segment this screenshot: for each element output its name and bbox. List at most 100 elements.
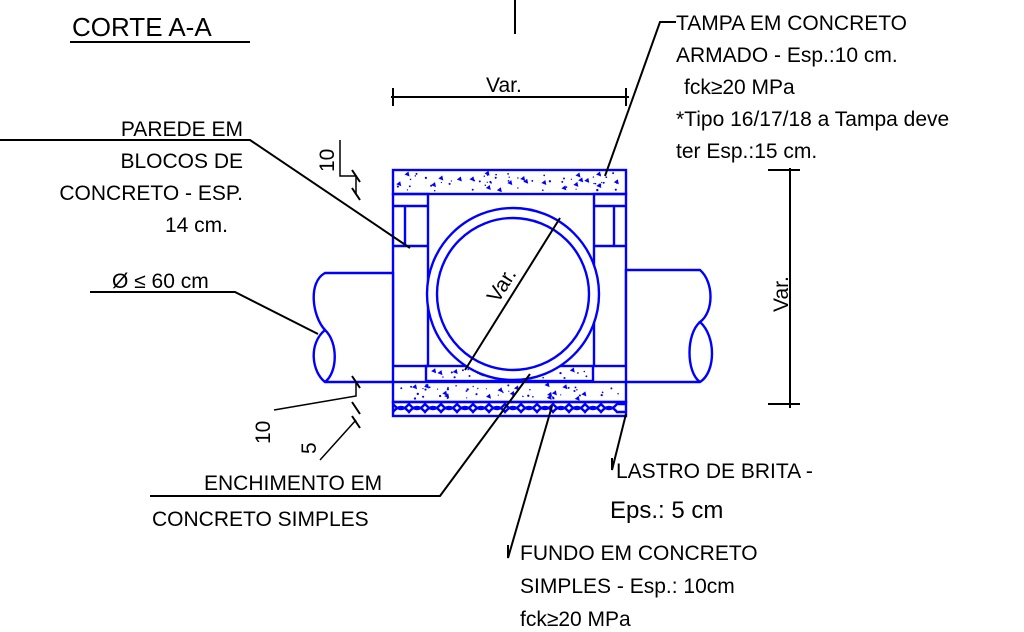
concrete-speck — [612, 172, 615, 175]
concrete-aggregate — [574, 395, 580, 401]
concrete-speck — [532, 395, 534, 398]
concrete-speck — [453, 376, 456, 379]
concrete-speck — [489, 180, 492, 184]
concrete-speck — [577, 372, 579, 374]
concrete-speck — [473, 179, 476, 182]
concrete-speck — [438, 394, 442, 398]
concrete-aggregate — [520, 175, 526, 181]
concrete-aggregate — [561, 185, 567, 191]
concrete-speck — [436, 388, 439, 390]
dim-height-right: Var. — [770, 276, 793, 312]
concrete-speck — [567, 386, 570, 389]
concrete-speck — [461, 369, 464, 372]
concrete-aggregate — [596, 182, 602, 188]
concrete-speck — [467, 368, 470, 371]
concrete-aggregate — [578, 177, 584, 183]
concrete-speck — [610, 387, 613, 390]
concrete-speck — [502, 391, 504, 394]
label-tampa-line3: fck≥20 MPa — [684, 76, 795, 99]
concrete-aggregate — [497, 387, 503, 393]
label-parede-line3: CONCRETO - ESP. — [59, 182, 243, 205]
concrete-speck — [472, 385, 474, 388]
concrete-speck — [450, 371, 453, 374]
concrete-speck — [565, 186, 568, 188]
concrete-speck — [601, 391, 604, 394]
concrete-speck — [486, 181, 488, 183]
concrete-aggregate — [613, 179, 619, 185]
concrete-speck — [424, 176, 428, 180]
concrete-aggregate — [437, 370, 443, 376]
concrete-speck — [400, 387, 403, 390]
concrete-aggregate — [442, 390, 448, 396]
concrete-speck — [507, 384, 510, 387]
concrete-aggregate — [551, 390, 557, 396]
label-lastro-line2: Eps.: 5 cm — [610, 497, 723, 524]
concrete-speck — [605, 176, 608, 179]
concrete-speck — [542, 376, 544, 379]
concrete-aggregate — [562, 384, 568, 390]
concrete-speck — [574, 386, 577, 389]
label-lastro-line1: LASTRO DE BRITA - — [616, 460, 813, 483]
concrete-aggregate — [484, 170, 490, 176]
concrete-speck — [617, 392, 619, 395]
concrete-aggregate — [546, 394, 552, 400]
concrete-speck — [583, 370, 586, 373]
lastro-label: LASTRO DE BRITA - Eps.: 5 cm — [610, 460, 813, 524]
concrete-speck — [478, 180, 481, 183]
concrete-aggregate — [584, 177, 590, 183]
fundo-texture — [400, 382, 619, 401]
concrete-aggregate — [452, 368, 458, 374]
concrete-aggregate — [569, 367, 575, 373]
dimension-lines: Var. Var. Var. 10 10 5 — [252, 74, 800, 461]
concrete-speck — [548, 180, 552, 183]
concrete-aggregate — [485, 184, 491, 190]
concrete-speck — [596, 188, 599, 192]
concrete-aggregate — [547, 391, 553, 397]
concrete-speck — [410, 385, 413, 388]
concrete-aggregate — [596, 171, 602, 177]
concrete-speck — [494, 176, 497, 179]
concrete-aggregate — [541, 179, 547, 185]
concrete-speck — [563, 177, 565, 180]
left-pipe — [312, 271, 395, 384]
concrete-aggregate — [456, 176, 462, 182]
concrete-speck — [475, 393, 478, 396]
concrete-speck — [552, 397, 555, 400]
concrete-aggregate — [544, 382, 550, 388]
concrete-speck — [422, 395, 425, 398]
concrete-aggregate — [496, 187, 502, 193]
concrete-speck — [396, 185, 399, 188]
concrete-speck — [466, 388, 469, 391]
section-title: CORTE A-A — [72, 12, 212, 42]
concrete-aggregate — [412, 384, 418, 390]
concrete-speck — [414, 175, 417, 177]
concrete-speck — [501, 390, 504, 392]
label-diameter: Ø ≤ 60 cm — [112, 270, 209, 293]
label-tampa-line5: ter Esp.:15 cm. — [676, 140, 817, 163]
concrete-speck — [483, 175, 486, 178]
label-fundo-line2: SIMPLES - Esp.: 10cm — [520, 575, 735, 598]
concrete-speck — [415, 172, 418, 175]
concrete-speck — [416, 392, 419, 396]
concrete-aggregate — [404, 171, 410, 177]
concrete-aggregate — [509, 390, 515, 396]
concrete-speck — [428, 386, 431, 389]
label-tampa-line2: ARMADO - Esp.:10 cm. — [676, 44, 898, 67]
concrete-speck — [440, 181, 443, 184]
concrete-speck — [600, 393, 603, 397]
concrete-speck — [573, 389, 576, 393]
concrete-speck — [561, 180, 564, 183]
parede-label: PAREDE EM BLOCOS DE CONCRETO - ESP. 14 c… — [59, 118, 243, 237]
concrete-speck — [517, 177, 519, 179]
concrete-aggregate — [575, 172, 581, 178]
concrete-speck — [576, 389, 578, 391]
concrete-speck — [497, 394, 499, 396]
concrete-speck — [446, 388, 450, 391]
concrete-speck — [602, 181, 605, 184]
concrete-aggregate — [523, 178, 529, 184]
concrete-speck — [495, 173, 497, 176]
leader-lines — [0, 21, 676, 559]
label-parede-line2: BLOCOS DE — [120, 150, 243, 173]
concrete-speck — [527, 394, 530, 397]
